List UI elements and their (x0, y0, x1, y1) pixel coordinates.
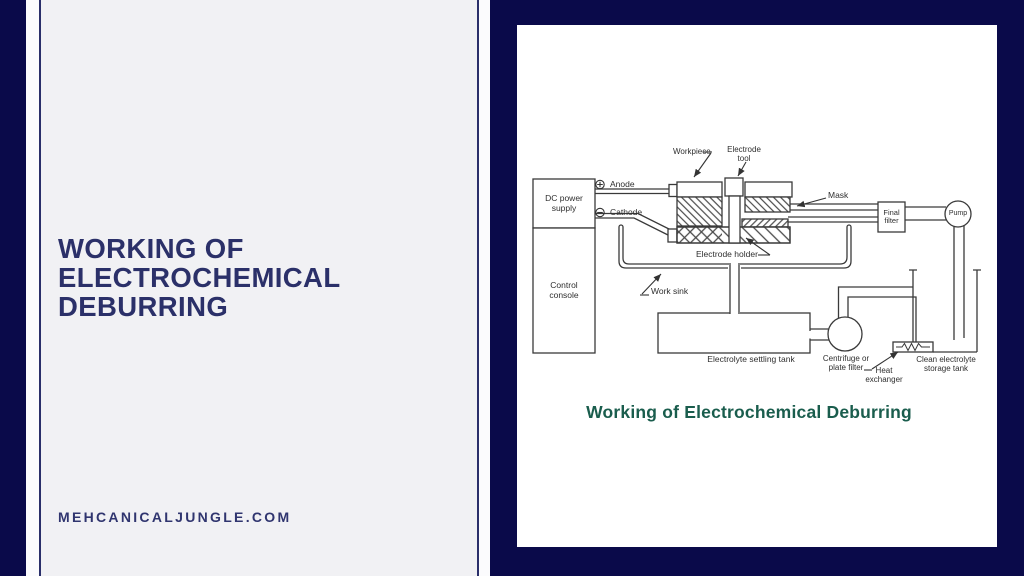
title-line-3: DEBURRING (58, 291, 229, 322)
settling-tank-box (657, 265, 830, 354)
control-console-box (532, 227, 596, 354)
work-sink-label: Work sink (651, 286, 689, 296)
pump-pipes (953, 224, 965, 340)
middle-white-strip (479, 0, 490, 576)
minus-circle-icon (595, 207, 605, 218)
storage-tank-label: Clean electrolyte storage tank (916, 355, 976, 373)
centrifuge-filter-label: Centrifuge or plate filter (822, 354, 870, 372)
middle-thin-rule (477, 0, 479, 576)
page-title: WORKING OF ELECTROCHEMICAL DEBURRING (58, 234, 458, 321)
callout-arrows (640, 151, 899, 371)
diagram-caption: Working of Electrochemical Deburring (586, 402, 912, 422)
anode-wire (595, 183, 678, 198)
diagram-panel (517, 25, 997, 547)
heat-exchanger-label: Heat exchanger (865, 366, 903, 384)
anode-label: Anode (610, 179, 635, 189)
final-filter-box (877, 201, 946, 233)
heat-exchanger-box (892, 341, 934, 353)
electrode-tool-label: Electrode tool (727, 145, 761, 163)
centrifuge-circle (827, 286, 917, 352)
left-white-strip (26, 0, 39, 576)
dc-power-supply-box (532, 178, 596, 229)
cathode-label: Cathode (610, 207, 643, 217)
mask-label: Mask (828, 190, 849, 200)
return-pipes (788, 203, 878, 223)
left-navy-bar (0, 0, 26, 576)
left-thin-rule (38, 0, 41, 576)
pump-label: Pump (948, 210, 968, 218)
dc-power-supply-label: DC power supply (545, 193, 583, 213)
electrode-holder-label: Electrode holder (696, 249, 758, 259)
website-url: MEHCANICALJUNGLE.COM (58, 509, 292, 525)
final-filter-label: Final filter (883, 207, 900, 225)
plus-circle-icon (595, 179, 605, 190)
settling-tank-label: Electrolyte settling tank (707, 354, 795, 364)
pump-circle (944, 200, 972, 228)
work-sink-outline (618, 224, 852, 269)
fixture-assembly (676, 177, 793, 244)
storage-tank-outline (909, 269, 981, 353)
title-line-2: ELECTROCHEMICAL (58, 262, 341, 293)
control-console-label: Control console (549, 280, 579, 300)
workpiece-label: Workpiece (673, 147, 711, 156)
cathode-wire (595, 212, 680, 243)
title-line-1: WORKING OF (58, 233, 244, 264)
